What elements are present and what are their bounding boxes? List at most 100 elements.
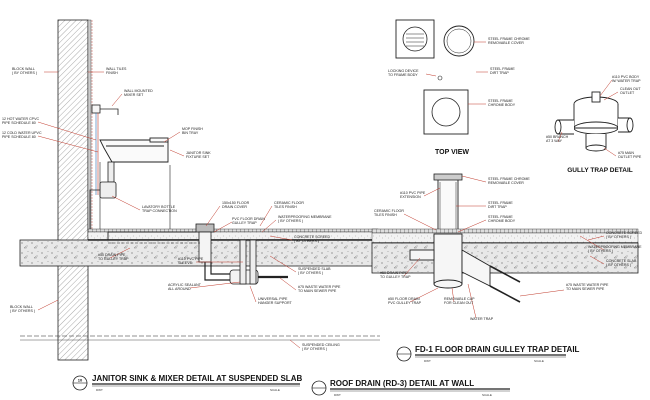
gully-trap-title: GULLY TRAP DETAIL <box>567 167 633 174</box>
label-line: GULLEY TRAP <box>232 221 257 225</box>
janitor-tag: 10 <box>78 378 83 383</box>
label-line: ( BY OTHERS ) <box>606 263 631 267</box>
label-line: TO MAIN SEWER PIPE <box>298 289 337 293</box>
label-line: BLOCK WALL <box>10 305 33 309</box>
label-line: WALL MOUNTED <box>124 89 153 93</box>
wall-mixer <box>91 104 119 195</box>
bottle-trap <box>89 161 117 230</box>
label-line: LOCKING DEVICE <box>388 69 419 73</box>
label-line: CHROME BODY <box>488 219 516 223</box>
label-line: STEEL FRAME CHROME <box>488 37 530 41</box>
water-trap-label: WATER TRAP <box>470 317 494 321</box>
label-line: CERAMIC FLOOR <box>374 209 404 213</box>
label-line: TO GULLEY TRAP <box>98 257 129 261</box>
label-line: #50 BRANCH <box>546 135 569 139</box>
label-line: CLEAN OUT <box>620 87 641 91</box>
suspended-slab-label: SUSPENDED SLAB( BY OTHERS ) <box>298 267 331 275</box>
label-line: WATERPROOFING MEMBRANE <box>588 245 642 249</box>
label-line: ( BY OTHERS ) <box>278 219 303 223</box>
label-line: LAVATORY BOTTLE <box>142 205 176 209</box>
label-line: #110 PVC BODY <box>612 75 640 79</box>
waterproofing-label: WATERPROOFING MEMBRANE( BY OTHERS ) <box>588 245 642 253</box>
title-janitor: 10 JANITOR SINK & MIXER DETAIL AT SUSPEN… <box>72 374 302 392</box>
label-line: WATERPROOFING MEMBRANE <box>278 215 332 219</box>
label-line: PVC GULLEY TRAP <box>388 301 422 305</box>
label-line: #50 FLOOR DRAIN <box>388 297 420 301</box>
label-line: ( BY OTHERS ) <box>302 347 327 351</box>
label-line: FINISH <box>106 71 118 75</box>
label-line: #110 PVC PIPE <box>400 191 426 195</box>
top-view <box>395 19 488 135</box>
label-line: ( BY OTHERS ) <box>10 309 35 313</box>
title-roof-drain: ROOF DRAIN (RD-3) DETAIL AT WALL DWT SCA… <box>311 379 510 397</box>
janitor-sub-scale: SCALE <box>270 388 280 392</box>
label-line: DRAIN COVER <box>222 205 247 209</box>
block-wall-top-label: BLOCK WALL( BY OTHERS ) <box>12 67 37 75</box>
label-line: #50 DRAIN PIPE <box>98 253 126 257</box>
label-line: STEEL FRAME CHROME <box>488 177 530 181</box>
label-line: HANGER SUPPORT <box>258 301 292 305</box>
dirt-trap-circle <box>443 25 475 57</box>
label-line: 12 COLD WATER UPVC <box>2 131 42 135</box>
label-line: ( BY OTHERS ) <box>298 271 323 275</box>
label-line: DIRT TRAP <box>488 205 507 209</box>
label-line: #75 WASTE WATER PIPE <box>298 285 341 289</box>
label-line: CERAMIC FLOOR <box>274 201 304 205</box>
label-line: PIPE SCHEDULE 80 <box>2 135 36 139</box>
title-fd1: FD-1 FLOOR DRAIN GULLEY TRAP DETAIL DWT … <box>396 345 580 363</box>
label-line: CHROME BODY <box>488 103 516 107</box>
roof-sub-scale: SCALE <box>482 393 492 397</box>
label-line: ( BY OTHERS ) <box>12 71 37 75</box>
fd1-sub-dwt: DWT <box>424 359 431 363</box>
label-line: STEEL FRAME <box>488 201 513 205</box>
label-line: TO MAIN SEWER PIPE <box>566 287 605 291</box>
label-line: ( BY OTHERS ) <box>588 249 613 253</box>
label-line: UNIVERSAL PIPE <box>258 297 288 301</box>
block-wall <box>57 19 89 361</box>
label-line: #110 PVC PIPE <box>178 257 204 261</box>
label-line: CONCRETE SCREED <box>606 231 643 235</box>
top-view-title: TOP VIEW <box>435 149 469 156</box>
label-line: TRAP CONNECTION <box>142 209 177 213</box>
waterproofing-label: WATERPROOFING MEMBRANE( BY OTHERS ) <box>278 215 332 223</box>
label-line: 150x150 FLOOR <box>222 201 250 205</box>
label-line: PVC FLOOR DRAIN <box>232 217 265 221</box>
label-line: REMOVABLE COVER <box>488 41 524 45</box>
label-line: STEEL FRAME <box>490 67 515 71</box>
label-line: WATER TRAP <box>470 317 494 321</box>
label-line: ALL AROUND <box>168 287 191 291</box>
screed-layer <box>87 231 379 241</box>
label-line: EXTENSION <box>400 195 421 199</box>
label-line: ( BY OTHERS ) <box>606 235 631 239</box>
label-line: REMOVABLE CAP <box>444 297 475 301</box>
label-line: REMOVABLE COVER <box>488 181 524 185</box>
label-line: FIXTURE SET <box>186 155 210 159</box>
fd1-section <box>371 173 639 319</box>
removable-cover-square <box>395 19 435 59</box>
label-line: STEEL FRAME <box>488 99 513 103</box>
label-line: TILES FINISH <box>374 213 397 217</box>
concrete-slab-label: CONCRETE SLAB( BY OTHERS ) <box>606 259 637 267</box>
label-line: MOP FINISH <box>182 127 203 131</box>
